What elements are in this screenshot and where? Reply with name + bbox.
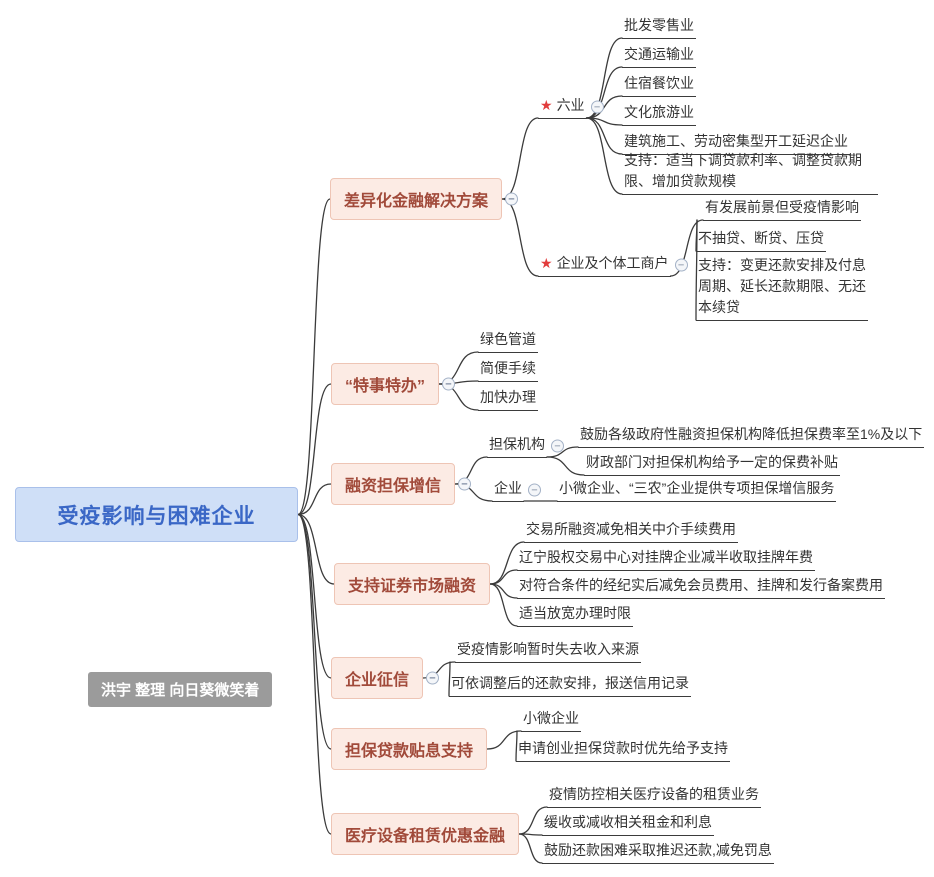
leaf-wholesale-retail[interactable]: 批发零售业	[622, 15, 696, 39]
leaf-transportation[interactable]: 交通运输业	[622, 44, 696, 68]
topic-label: 六业	[556, 97, 585, 113]
leaf-promising-but-affected[interactable]: 有发展前景但受疫情影响	[703, 197, 861, 221]
topic-root[interactable]: 受疫影响与困难企业	[15, 487, 298, 542]
collapse-icon[interactable]: −	[528, 483, 541, 496]
topic-medical-equipment-leasing-finance[interactable]: 医疗设备租赁优惠金融	[331, 813, 520, 855]
leaf-green-channel[interactable]: 绿色管道	[478, 329, 538, 353]
collapse-icon[interactable]: −	[590, 100, 604, 113]
leaf-support-repayment-change[interactable]: 支持：变更还款安排及付息周期、延长还款期限、无还本续贷	[696, 255, 868, 321]
leaf-liaoning-equity-half-fee[interactable]: 辽宁股权交易中心对挂牌企业减半收取挂牌年费	[517, 547, 815, 571]
collapse-icon[interactable]: −	[458, 477, 472, 491]
collapse-icon[interactable]: −	[674, 258, 688, 271]
watermark-label: 洪宇 整理 向日葵微笑着	[88, 672, 273, 707]
topic-special-handling[interactable]: “特事特办” −	[331, 363, 456, 405]
leaf-faster-processing[interactable]: 加快办理	[478, 387, 538, 411]
topic-financing-guarantee-credit[interactable]: 融资担保增信 −	[331, 463, 472, 505]
collapse-icon[interactable]: −	[551, 439, 564, 452]
leaf-member-fee-reduction[interactable]: 对符合条件的经纪实后减免会员费用、挂牌和发行备案费用	[517, 575, 885, 599]
leaf-hotel-catering[interactable]: 住宿餐饮业	[622, 73, 696, 97]
leaf-temporary-income-loss[interactable]: 受疫情影响暂时失去收入来源	[455, 639, 641, 663]
leaf-support-loan-rate-adjust[interactable]: 支持：适当下调贷款利率、调整贷款期限、增加贷款规模	[622, 150, 878, 195]
topic-label: 医疗设备租赁优惠金融	[345, 828, 506, 845]
topic-enterprises[interactable]: 企业 −	[492, 478, 541, 502]
topic-root-label: 受疫影响与困难企业	[57, 504, 256, 528]
topic-six-industries[interactable]: ★六业 −	[538, 95, 604, 119]
leaf-small-micro-enterprises[interactable]: 小微企业	[521, 708, 581, 732]
leaf-simplified-procedures[interactable]: 简便手续	[478, 358, 538, 382]
leaf-no-loan-withdrawal[interactable]: 不抽贷、断贷、压贷	[696, 228, 826, 252]
leaf-postpone-repayment-waive-penalty[interactable]: 鼓励还款困难采取推迟还款,减免罚息	[542, 840, 774, 864]
leaf-epidemic-equipment-leasing[interactable]: 疫情防控相关医疗设备的租赁业务	[547, 784, 761, 808]
collapse-icon[interactable]: −	[442, 377, 456, 391]
topic-enterprises-and-self-employed[interactable]: ★企业及个体工商户 −	[538, 253, 688, 277]
leaf-culture-tourism[interactable]: 文化旅游业	[622, 102, 696, 126]
leaf-exchange-fee-reduction[interactable]: 交易所融资减免相关中介手续费用	[524, 519, 738, 543]
star-icon: ★	[540, 97, 553, 113]
topic-guarantee-institutions[interactable]: 担保机构 −	[487, 434, 564, 458]
topic-securities-market-financing[interactable]: 支持证券市场融资	[334, 563, 491, 605]
leaf-defer-rent-interest[interactable]: 缓收或减收相关租金和利息	[542, 812, 714, 836]
leaf-adjusted-repayment-credit-record[interactable]: 可依调整后的还款安排，报送信用记录	[449, 673, 691, 697]
topic-label: 企业	[494, 480, 522, 496]
topic-label: 支持证券市场融资	[348, 578, 477, 595]
topic-differentiated-financial-solutions[interactable]: 差异化金融解决方案 −	[330, 178, 519, 220]
leaf-fiscal-subsidy[interactable]: 财政部门对担保机构给予一定的保费补贴	[584, 452, 840, 476]
topic-label: 担保机构	[489, 436, 545, 452]
topic-label: 差异化金融解决方案	[344, 193, 489, 210]
collapse-icon[interactable]: −	[426, 671, 440, 685]
topic-label: 企业征信	[345, 672, 410, 689]
leaf-special-guarantee-service[interactable]: 小微企业、“三农”企业提供专项担保增信服务	[557, 478, 837, 502]
leaf-startup-loan-priority[interactable]: 申请创业担保贷款时优先给予支持	[516, 738, 730, 762]
leaf-construction-delayed-enterprises[interactable]: 建筑施工、劳动密集型开工延迟企业	[622, 131, 850, 155]
topic-enterprise-credit-reporting[interactable]: 企业征信 −	[331, 657, 440, 699]
star-icon: ★	[540, 255, 553, 271]
topic-label: 融资担保增信	[345, 478, 442, 495]
leaf-reduce-guarantee-fee[interactable]: 鼓励各级政府性融资担保机构降低担保费率至1%及以下	[578, 424, 925, 448]
topic-label: 企业及个体工商户	[556, 255, 669, 271]
topic-guaranteed-loan-interest-subsidy[interactable]: 担保贷款贴息支持	[331, 728, 488, 770]
leaf-relax-time-limit[interactable]: 适当放宽办理时限	[517, 603, 633, 627]
collapse-icon[interactable]: −	[505, 192, 519, 206]
topic-label: 担保贷款贴息支持	[345, 743, 474, 760]
topic-label: “特事特办”	[345, 378, 426, 395]
